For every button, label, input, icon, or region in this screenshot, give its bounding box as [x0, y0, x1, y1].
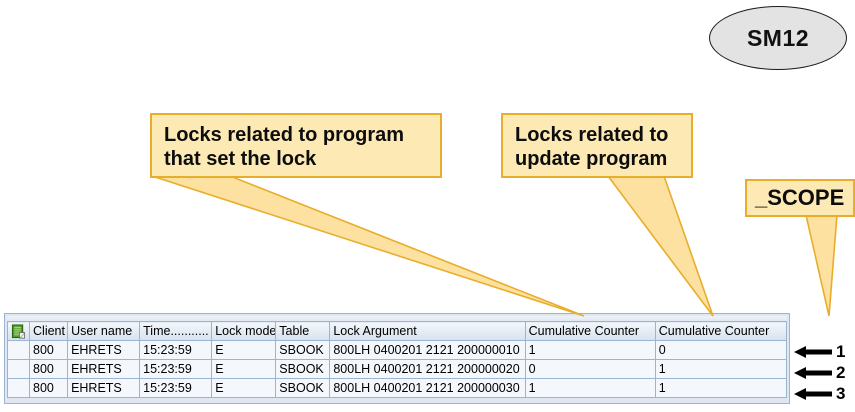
select-all-cell[interactable] — [6, 321, 31, 341]
row-selector[interactable] — [6, 378, 31, 398]
cell-time: 15:23:59 — [139, 340, 213, 360]
cell-lock-argument: 800LH 0400201 2121 200000010 — [329, 340, 526, 360]
column-header-cumulative-counter-2[interactable]: Cumulative Counter — [654, 321, 788, 341]
cell-lock-argument: 800LH 0400201 2121 200000020 — [329, 359, 526, 379]
cell-cumulative-counter-1: 1 — [524, 378, 656, 398]
cell-client: 800 — [29, 378, 69, 398]
callout-locks-related-to-program: Locks related to program that set the lo… — [150, 113, 442, 178]
cell-cumulative-counter-1: 0 — [524, 359, 656, 379]
column-header-cumulative-counter-1[interactable]: Cumulative Counter — [524, 321, 656, 341]
table-header-row: Client User name Time........... Lock mo… — [6, 321, 788, 341]
left-arrow-icon — [794, 366, 832, 379]
row-marker-2: 2 — [794, 364, 845, 381]
column-header-lock-argument[interactable]: Lock Argument — [329, 321, 526, 341]
cell-lock-mode: E — [211, 378, 277, 398]
table-row[interactable]: 800 EHRETS 15:23:59 E SBOOK 800LH 040020… — [6, 378, 788, 398]
row-marker-2-number: 2 — [836, 363, 846, 382]
green-document-icon — [11, 324, 25, 339]
column-header-user-name[interactable]: User name — [67, 321, 141, 341]
cell-time: 15:23:59 — [139, 378, 213, 398]
cell-table: SBOOK — [275, 340, 331, 360]
tail-program — [151, 175, 585, 317]
column-header-client[interactable]: Client — [29, 321, 69, 341]
row-marker-1-number: 1 — [836, 342, 846, 361]
cell-client: 800 — [29, 340, 69, 360]
row-marker-3: 3 — [794, 385, 845, 402]
sm12-badge: SM12 — [709, 6, 847, 70]
cell-lock-mode: E — [211, 359, 277, 379]
cell-table: SBOOK — [275, 378, 331, 398]
lock-entries-table: Client User name Time........... Lock mo… — [4, 313, 790, 404]
cell-table: SBOOK — [275, 359, 331, 379]
row-marker-1: 1 — [794, 343, 845, 360]
left-arrow-icon — [794, 387, 832, 400]
cell-user-name: EHRETS — [67, 340, 141, 360]
cell-user-name: EHRETS — [67, 378, 141, 398]
row-marker-3-number: 3 — [836, 384, 846, 403]
lock-entries-grid: Client User name Time........... Lock mo… — [6, 321, 788, 398]
left-arrow-icon — [794, 345, 832, 358]
tail-update — [606, 175, 714, 317]
table-row[interactable]: 800 EHRETS 15:23:59 E SBOOK 800LH 040020… — [6, 340, 788, 360]
cell-cumulative-counter-2: 1 — [654, 359, 788, 379]
callout-program-text: Locks related to program that set the lo… — [164, 124, 405, 170]
cell-user-name: EHRETS — [67, 359, 141, 379]
sm12-badge-label: SM12 — [746, 24, 810, 51]
tail-scope — [804, 214, 838, 317]
table-row[interactable]: 800 EHRETS 15:23:59 E SBOOK 800LH 040020… — [6, 359, 788, 379]
table-top-strip — [7, 316, 787, 321]
column-header-table[interactable]: Table — [275, 321, 331, 341]
callout-scope-text: _SCOPE — [755, 185, 845, 210]
cell-lock-argument: 800LH 0400201 2121 200000030 — [329, 378, 526, 398]
cell-cumulative-counter-2: 0 — [654, 340, 788, 360]
callout-update-text: Locks related to update program — [515, 124, 669, 170]
cell-cumulative-counter-2: 1 — [654, 378, 788, 398]
row-selector[interactable] — [6, 359, 31, 379]
callout-scope: _SCOPE — [745, 179, 855, 217]
callout-locks-related-to-update-program: Locks related to update program — [501, 113, 693, 178]
column-header-lock-mode[interactable]: Lock mode — [211, 321, 277, 341]
cell-client: 800 — [29, 359, 69, 379]
cell-lock-mode: E — [211, 340, 277, 360]
cell-cumulative-counter-1: 1 — [524, 340, 656, 360]
cell-time: 15:23:59 — [139, 359, 213, 379]
column-header-time[interactable]: Time........... — [139, 321, 213, 341]
row-selector[interactable] — [6, 340, 31, 360]
